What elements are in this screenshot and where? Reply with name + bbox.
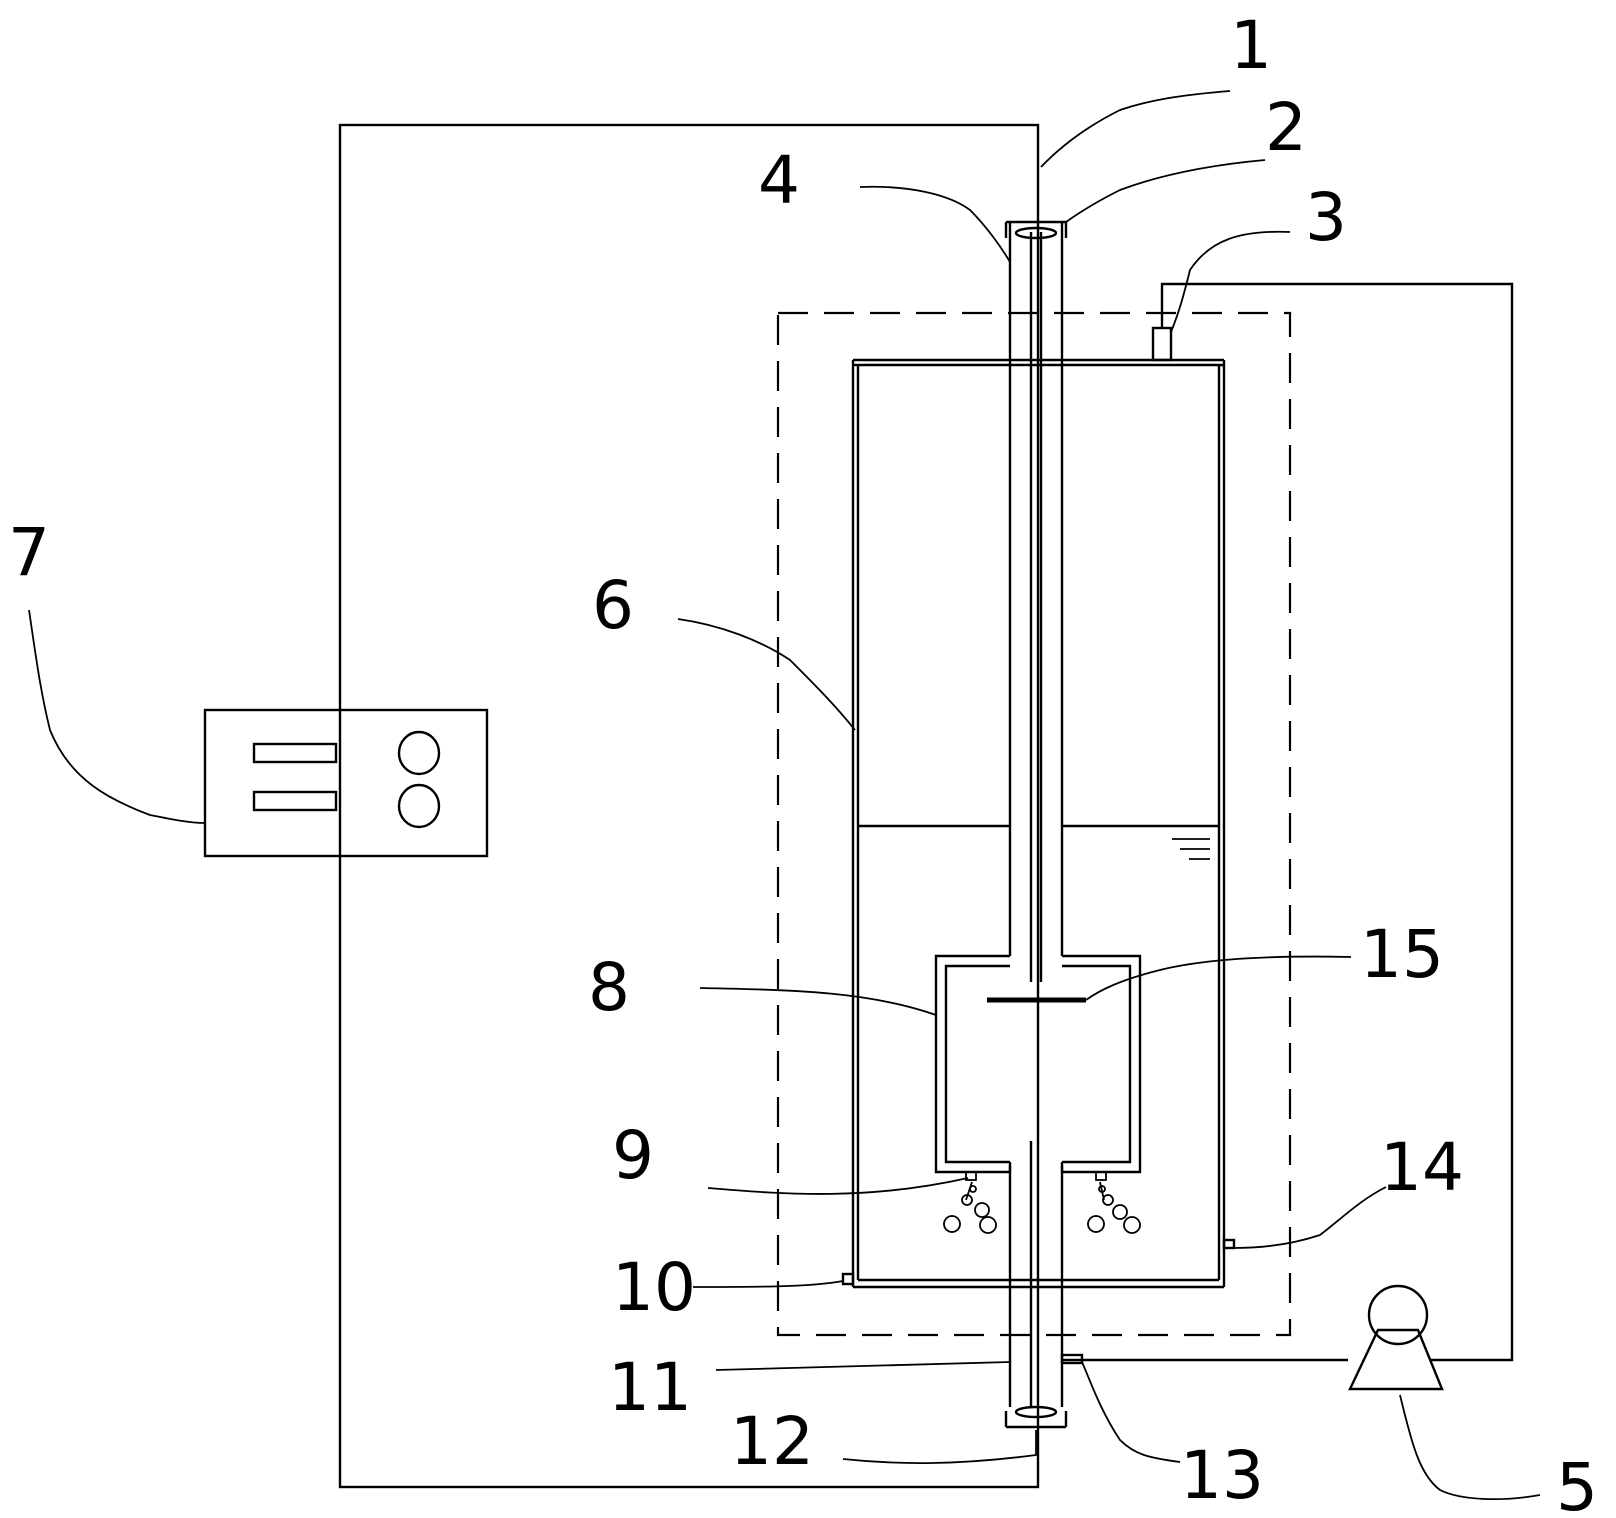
label-10: 10 [612, 1249, 696, 1326]
circulation-loop [1060, 282, 1514, 1365]
aerator-right [1087, 1171, 1141, 1234]
outlet-10 [841, 1272, 855, 1286]
outlet-14 [1222, 1238, 1236, 1250]
label-6: 6 [592, 567, 634, 644]
label-1: 1 [1230, 7, 1272, 84]
label-13: 13 [1180, 1437, 1264, 1514]
leader-lines [28, 90, 1541, 1501]
reference-numerals: 1 2 3 4 5 6 7 8 9 10 11 12 13 14 15 [8, 7, 1598, 1518]
control-box [203, 708, 489, 858]
pump [1348, 1284, 1444, 1391]
bottom-cap [1004, 1405, 1068, 1429]
label-3: 3 [1305, 179, 1347, 256]
label-5: 5 [1556, 1449, 1598, 1518]
label-15: 15 [1360, 916, 1444, 993]
top-cap [1004, 220, 1068, 240]
label-14: 14 [1380, 1129, 1464, 1206]
label-2: 2 [1265, 89, 1307, 166]
label-8: 8 [588, 949, 630, 1026]
central-tube [1008, 222, 1064, 1407]
label-4: 4 [758, 142, 800, 219]
label-7: 7 [8, 514, 50, 591]
label-12: 12 [730, 1403, 814, 1480]
liquid-level [858, 824, 1219, 860]
label-9: 9 [612, 1117, 654, 1194]
aerator-left [943, 1171, 997, 1234]
dashed-enclosure [776, 311, 1292, 1337]
outer-frame [338, 123, 1040, 1489]
label-11: 11 [608, 1349, 692, 1426]
